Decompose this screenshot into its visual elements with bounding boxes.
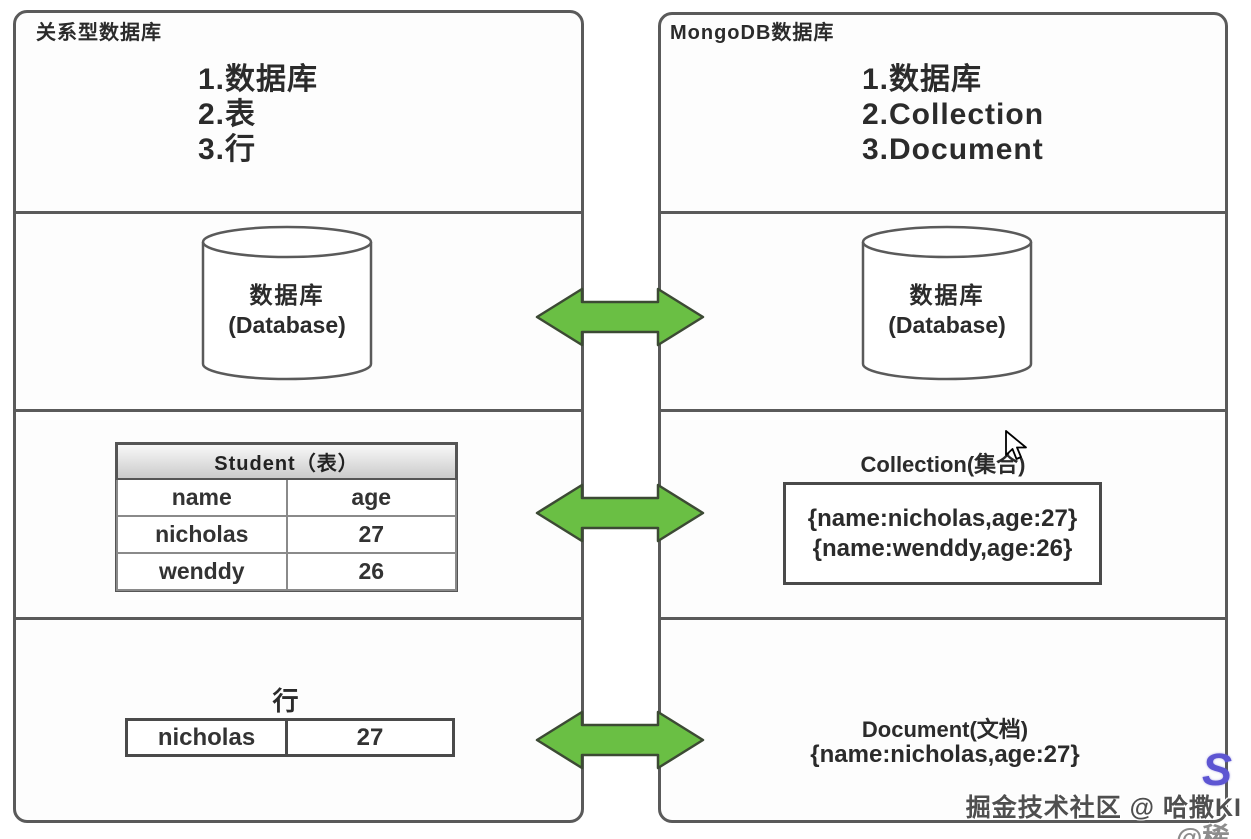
sync-arrow-row-document: [535, 710, 705, 770]
cell-age: 27: [285, 515, 457, 554]
sync-arrow-table-collection: [535, 483, 705, 543]
left-divider-2: [16, 409, 581, 412]
list-item: 3.Document: [862, 133, 1044, 166]
table-row: nicholas 27: [116, 515, 457, 554]
row-cell-name: nicholas: [128, 721, 288, 754]
cylinder-label-en: (Database): [228, 312, 346, 338]
row-strip: nicholas 27: [125, 718, 455, 757]
left-divider-1: [16, 211, 581, 214]
row-cell-age: 27: [356, 723, 384, 751]
list-item: 2.Collection: [862, 98, 1045, 131]
left-database-cylinder: 数据库 (Database): [200, 224, 374, 382]
list-item: 1.数据库: [198, 63, 319, 96]
cylinder-label-cn: 数据库: [909, 282, 985, 308]
collection-doc: {name:wenddy,age:26}: [812, 534, 1073, 562]
left-divider-3: [16, 617, 581, 620]
table-header-row: name age: [116, 478, 457, 517]
document-doc: {name:nicholas,age:27}: [810, 741, 1080, 768]
cell-name: wenddy: [116, 552, 288, 591]
collection-label: Collection(集合): [860, 452, 1026, 477]
table-row: wenddy 26: [116, 552, 457, 591]
sync-arrow-database: [535, 287, 705, 347]
list-item: 3.行: [198, 133, 257, 166]
database-cylinder-icon: [861, 225, 1033, 381]
right-divider-2: [661, 409, 1225, 412]
header-cell-name: name: [116, 478, 288, 517]
left-panel-title: 关系型数据库: [36, 22, 162, 44]
mongodb-panel: [658, 12, 1228, 823]
cell-name: nicholas: [116, 515, 288, 554]
juejin-logo: S: [1202, 744, 1233, 795]
cylinder-label-cn: 数据库: [249, 282, 325, 308]
row-section-label: 行: [272, 686, 301, 716]
right-concept-list: 1.数据库 2.Collection 3.Document: [862, 62, 1044, 167]
watermark-partial: @稀土: [1176, 823, 1230, 839]
right-database-cylinder: 数据库 (Database): [860, 224, 1034, 382]
student-table: Student（表） name age nicholas 27 wenddy 2…: [115, 442, 458, 592]
collection-doc: {name:nicholas,age:27}: [807, 504, 1078, 532]
mouse-cursor-icon: [1005, 430, 1027, 460]
student-table-title: Student（表）: [116, 443, 457, 480]
list-item: 1.数据库: [862, 63, 983, 96]
right-panel-title: MongoDB数据库: [670, 22, 835, 44]
database-cylinder-icon: [201, 225, 373, 381]
list-item: 2.表: [198, 98, 257, 131]
collection-box: {name:nicholas,age:27} {name:wenddy,age:…: [783, 482, 1102, 585]
right-divider-3: [661, 617, 1225, 620]
watermark-text: 掘金技术社区 @ 哈撒KI: [965, 794, 1242, 822]
relational-db-panel: [13, 10, 584, 823]
document-label: Document(文档): [861, 717, 1029, 742]
cell-age: 26: [285, 552, 457, 591]
left-concept-list: 1.数据库 2.表 3.行: [198, 62, 318, 167]
cylinder-label-en: (Database): [888, 312, 1006, 338]
header-cell-age: age: [285, 478, 457, 517]
right-divider-1: [661, 211, 1225, 214]
